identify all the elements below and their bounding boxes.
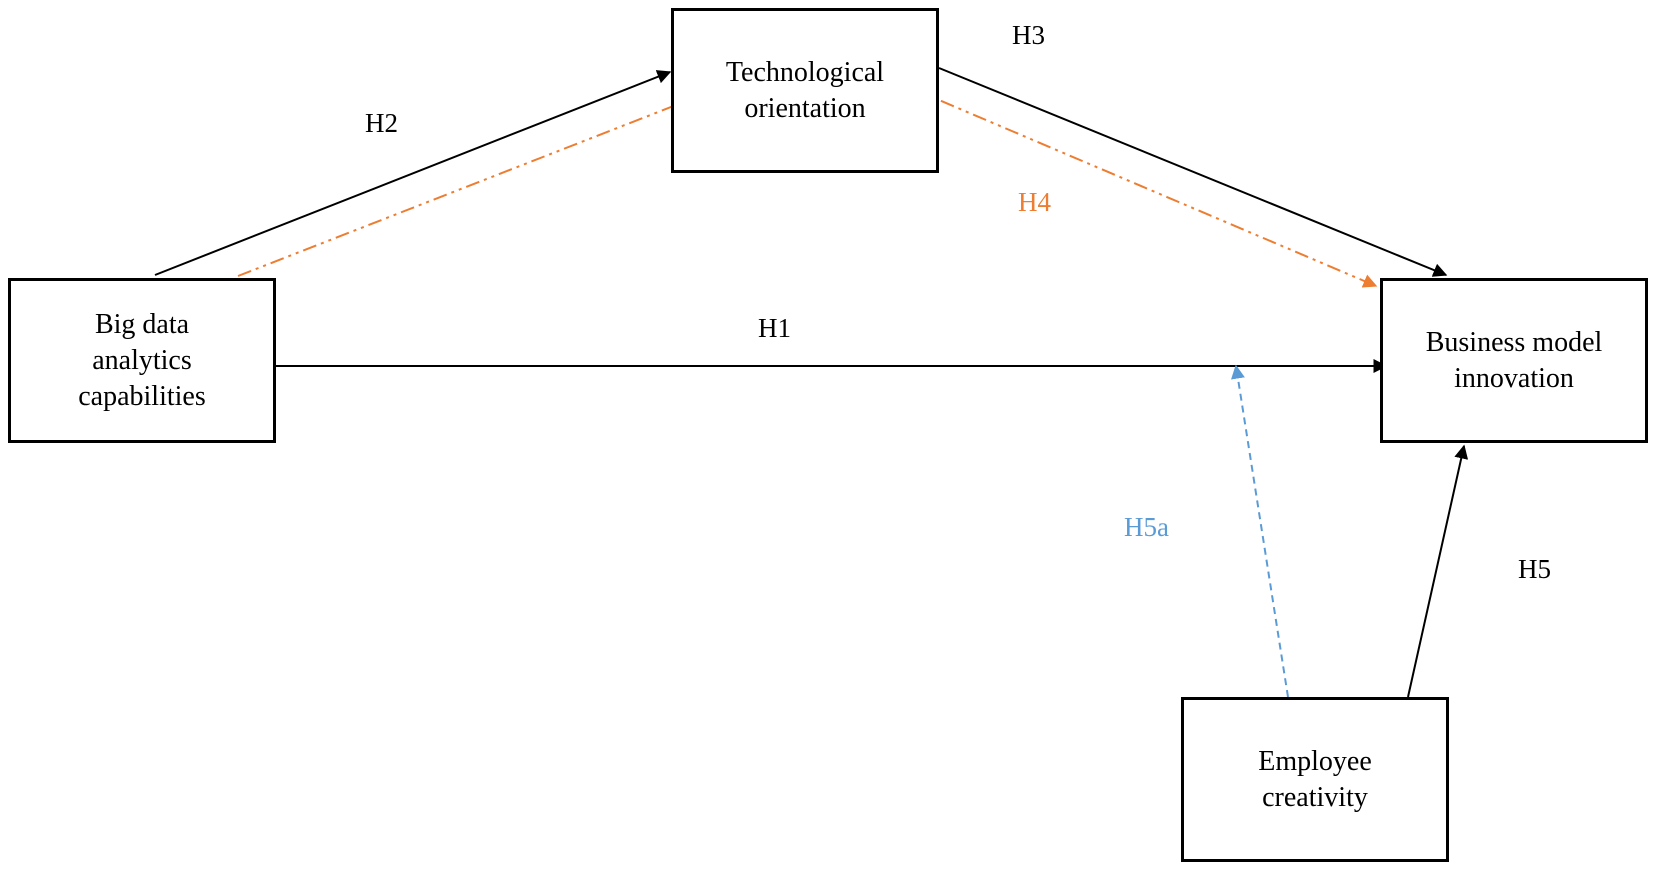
node-big-data-analytics-capabilities: Big data analytics capabilities bbox=[8, 278, 276, 443]
node-label: Business model innovation bbox=[1425, 326, 1603, 394]
arrow-h5a-moderation bbox=[1231, 364, 1289, 698]
node-label: Big data analytics capabilities bbox=[78, 308, 206, 412]
hypothesis-label-h2: H2 bbox=[365, 108, 398, 138]
hypothesis-label-h3: H3 bbox=[1012, 20, 1045, 50]
node-business-model-innovation: Business model innovation bbox=[1380, 278, 1648, 443]
arrow-h3 bbox=[938, 67, 1448, 277]
node-label: Employee creativity bbox=[1258, 745, 1372, 813]
node-label: Technological orientation bbox=[725, 56, 885, 124]
arrow-h5 bbox=[1407, 444, 1469, 698]
hypothesis-label-h1: H1 bbox=[758, 313, 791, 343]
arrow-h2 bbox=[154, 70, 672, 276]
node-technological-orientation: Technological orientation bbox=[671, 8, 939, 173]
hypothesis-label-h4: H4 bbox=[1018, 187, 1051, 217]
node-employee-creativity: Employee creativity bbox=[1181, 697, 1449, 862]
hypothesis-label-h5: H5 bbox=[1518, 554, 1551, 584]
hypothesis-label-h5a: H5a bbox=[1124, 512, 1169, 542]
